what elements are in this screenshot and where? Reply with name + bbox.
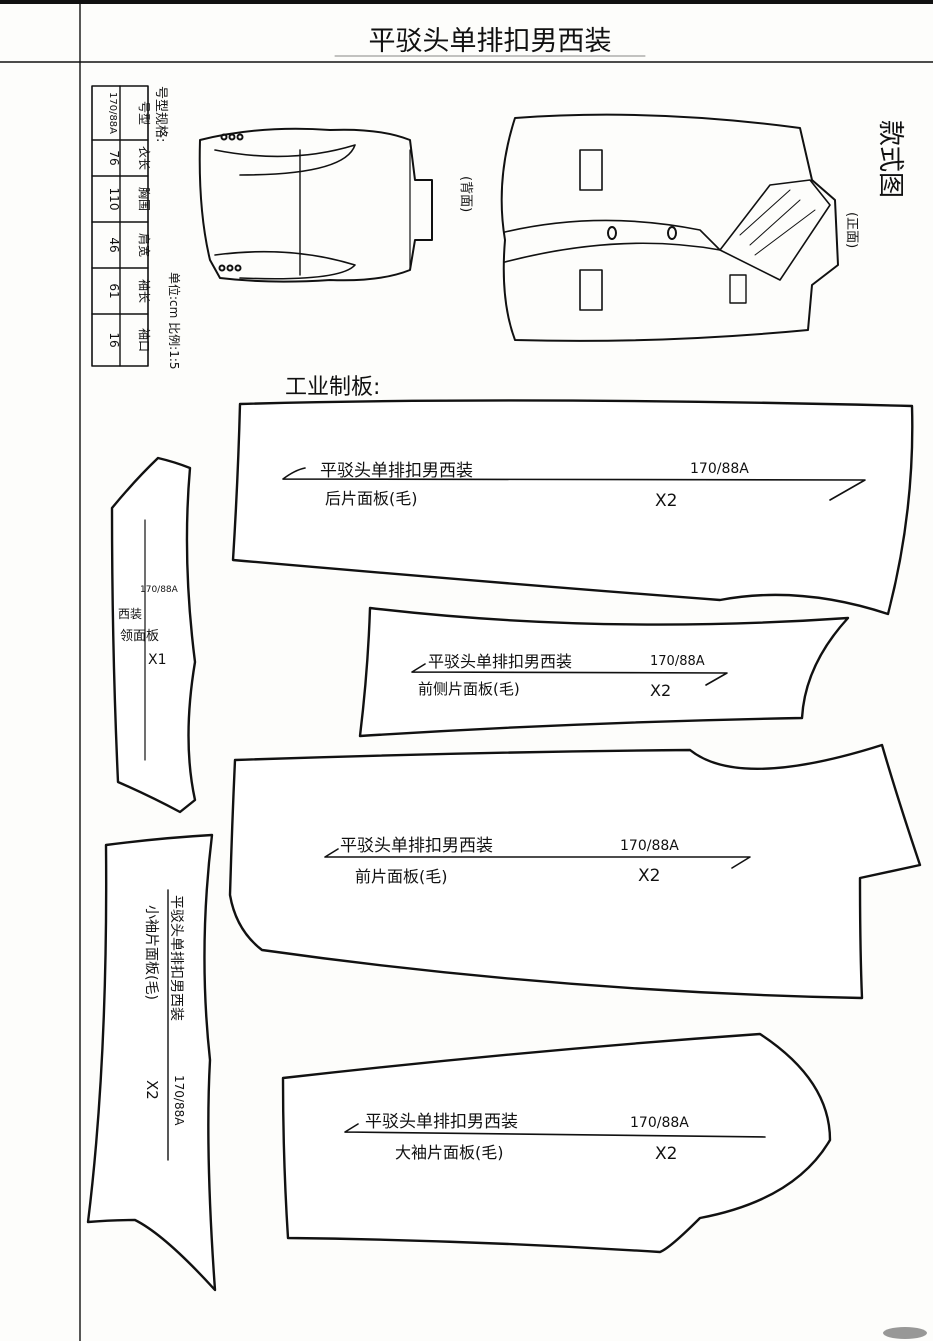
spec-header-chest: 胸围 [137, 187, 152, 211]
spec-header-length: 衣长 [137, 146, 152, 170]
top-sleeve-title: 平驳头单排扣男西装 [365, 1112, 518, 1132]
front-panel-title: 平驳头单排扣男西装 [340, 836, 493, 856]
collar-size: 170/88A [140, 585, 179, 595]
pattern-collar: 170/88A 西装 领面板 X1 [110, 456, 197, 814]
collar-name: 领面板 [120, 629, 159, 644]
collar-qty: X1 [148, 652, 167, 668]
spec-label: 号型规格: [153, 86, 169, 142]
pattern-front-side-panel: 平驳头单排扣男西装 170/88A 前侧片面板(毛) X2 [358, 606, 850, 738]
spec-value-cuff: 16 [107, 332, 121, 347]
scan-smudge [883, 1327, 927, 1339]
back-panel-name: 后片面板(毛) [325, 489, 418, 508]
section-title: 工业制板: [285, 375, 380, 400]
spec-value-shoulder: 46 [107, 237, 121, 252]
back-panel-size: 170/88A [690, 461, 749, 477]
back-panel-qty: X2 [655, 491, 677, 511]
pattern-top-sleeve: 平驳头单排扣男西装 170/88A 大袖片面板(毛) X2 [281, 1032, 832, 1254]
jacket-back-sketch [198, 127, 433, 283]
front-side-panel-size: 170/88A [650, 654, 705, 669]
front-side-panel-title: 平驳头单排扣男西装 [428, 652, 572, 671]
spec-value-sleeve: 61 [107, 283, 121, 298]
unit-note: 单位:cm 比例:1:5 [167, 272, 182, 370]
top-sleeve-size: 170/88A [630, 1115, 689, 1131]
under-sleeve-title: 平驳头单排扣男西装 [168, 895, 184, 1021]
pattern-front-panel: 平驳头单排扣男西装 170/88A 前片面板(毛) X2 [228, 743, 922, 1000]
under-sleeve-size: 170/88A [172, 1075, 186, 1126]
top-sleeve-name: 大袖片面板(毛) [395, 1143, 504, 1162]
spec-value-chest: 110 [107, 188, 121, 211]
collar-title: 西装 [118, 607, 142, 621]
spec-value-size: 170/88A [107, 92, 118, 134]
pattern-back-panel: 平驳头单排扣男西装 170/88A 后片面板(毛) X2 [231, 399, 914, 616]
spec-header-cuff: 袖口 [137, 328, 152, 352]
under-sleeve-name: 小袖片面板(毛) [143, 905, 159, 1000]
front-view-label: (正面) [844, 212, 859, 248]
spec-header-size: 号型 [137, 101, 151, 125]
front-side-panel-qty: X2 [650, 681, 671, 700]
spec-table: 号型 衣长 胸围 肩宽 袖长 袖口 170/88A 76 110 46 61 1… [91, 85, 152, 367]
jacket-front-sketch [500, 113, 839, 342]
back-view-label: (背面) [458, 176, 473, 212]
pattern-under-sleeve: 平驳头单排扣男西装 小袖片面板(毛) 170/88A X2 [86, 833, 217, 1292]
front-panel-name: 前片面板(毛) [355, 867, 448, 886]
style-view-label: 款式图 [875, 120, 905, 198]
top-sleeve-qty: X2 [655, 1144, 677, 1164]
front-panel-qty: X2 [638, 866, 660, 886]
front-panel-size: 170/88A [620, 838, 679, 854]
front-side-panel-name: 前侧片面板(毛) [418, 680, 520, 698]
under-sleeve-qty: X2 [143, 1080, 161, 1100]
spec-value-length: 76 [107, 150, 121, 165]
spec-header-shoulder: 肩宽 [137, 233, 152, 257]
sheet-title: 平驳头单排扣男西装 [369, 26, 612, 57]
back-panel-title: 平驳头单排扣男西装 [320, 461, 473, 481]
spec-header-sleeve: 袖长 [137, 279, 152, 303]
